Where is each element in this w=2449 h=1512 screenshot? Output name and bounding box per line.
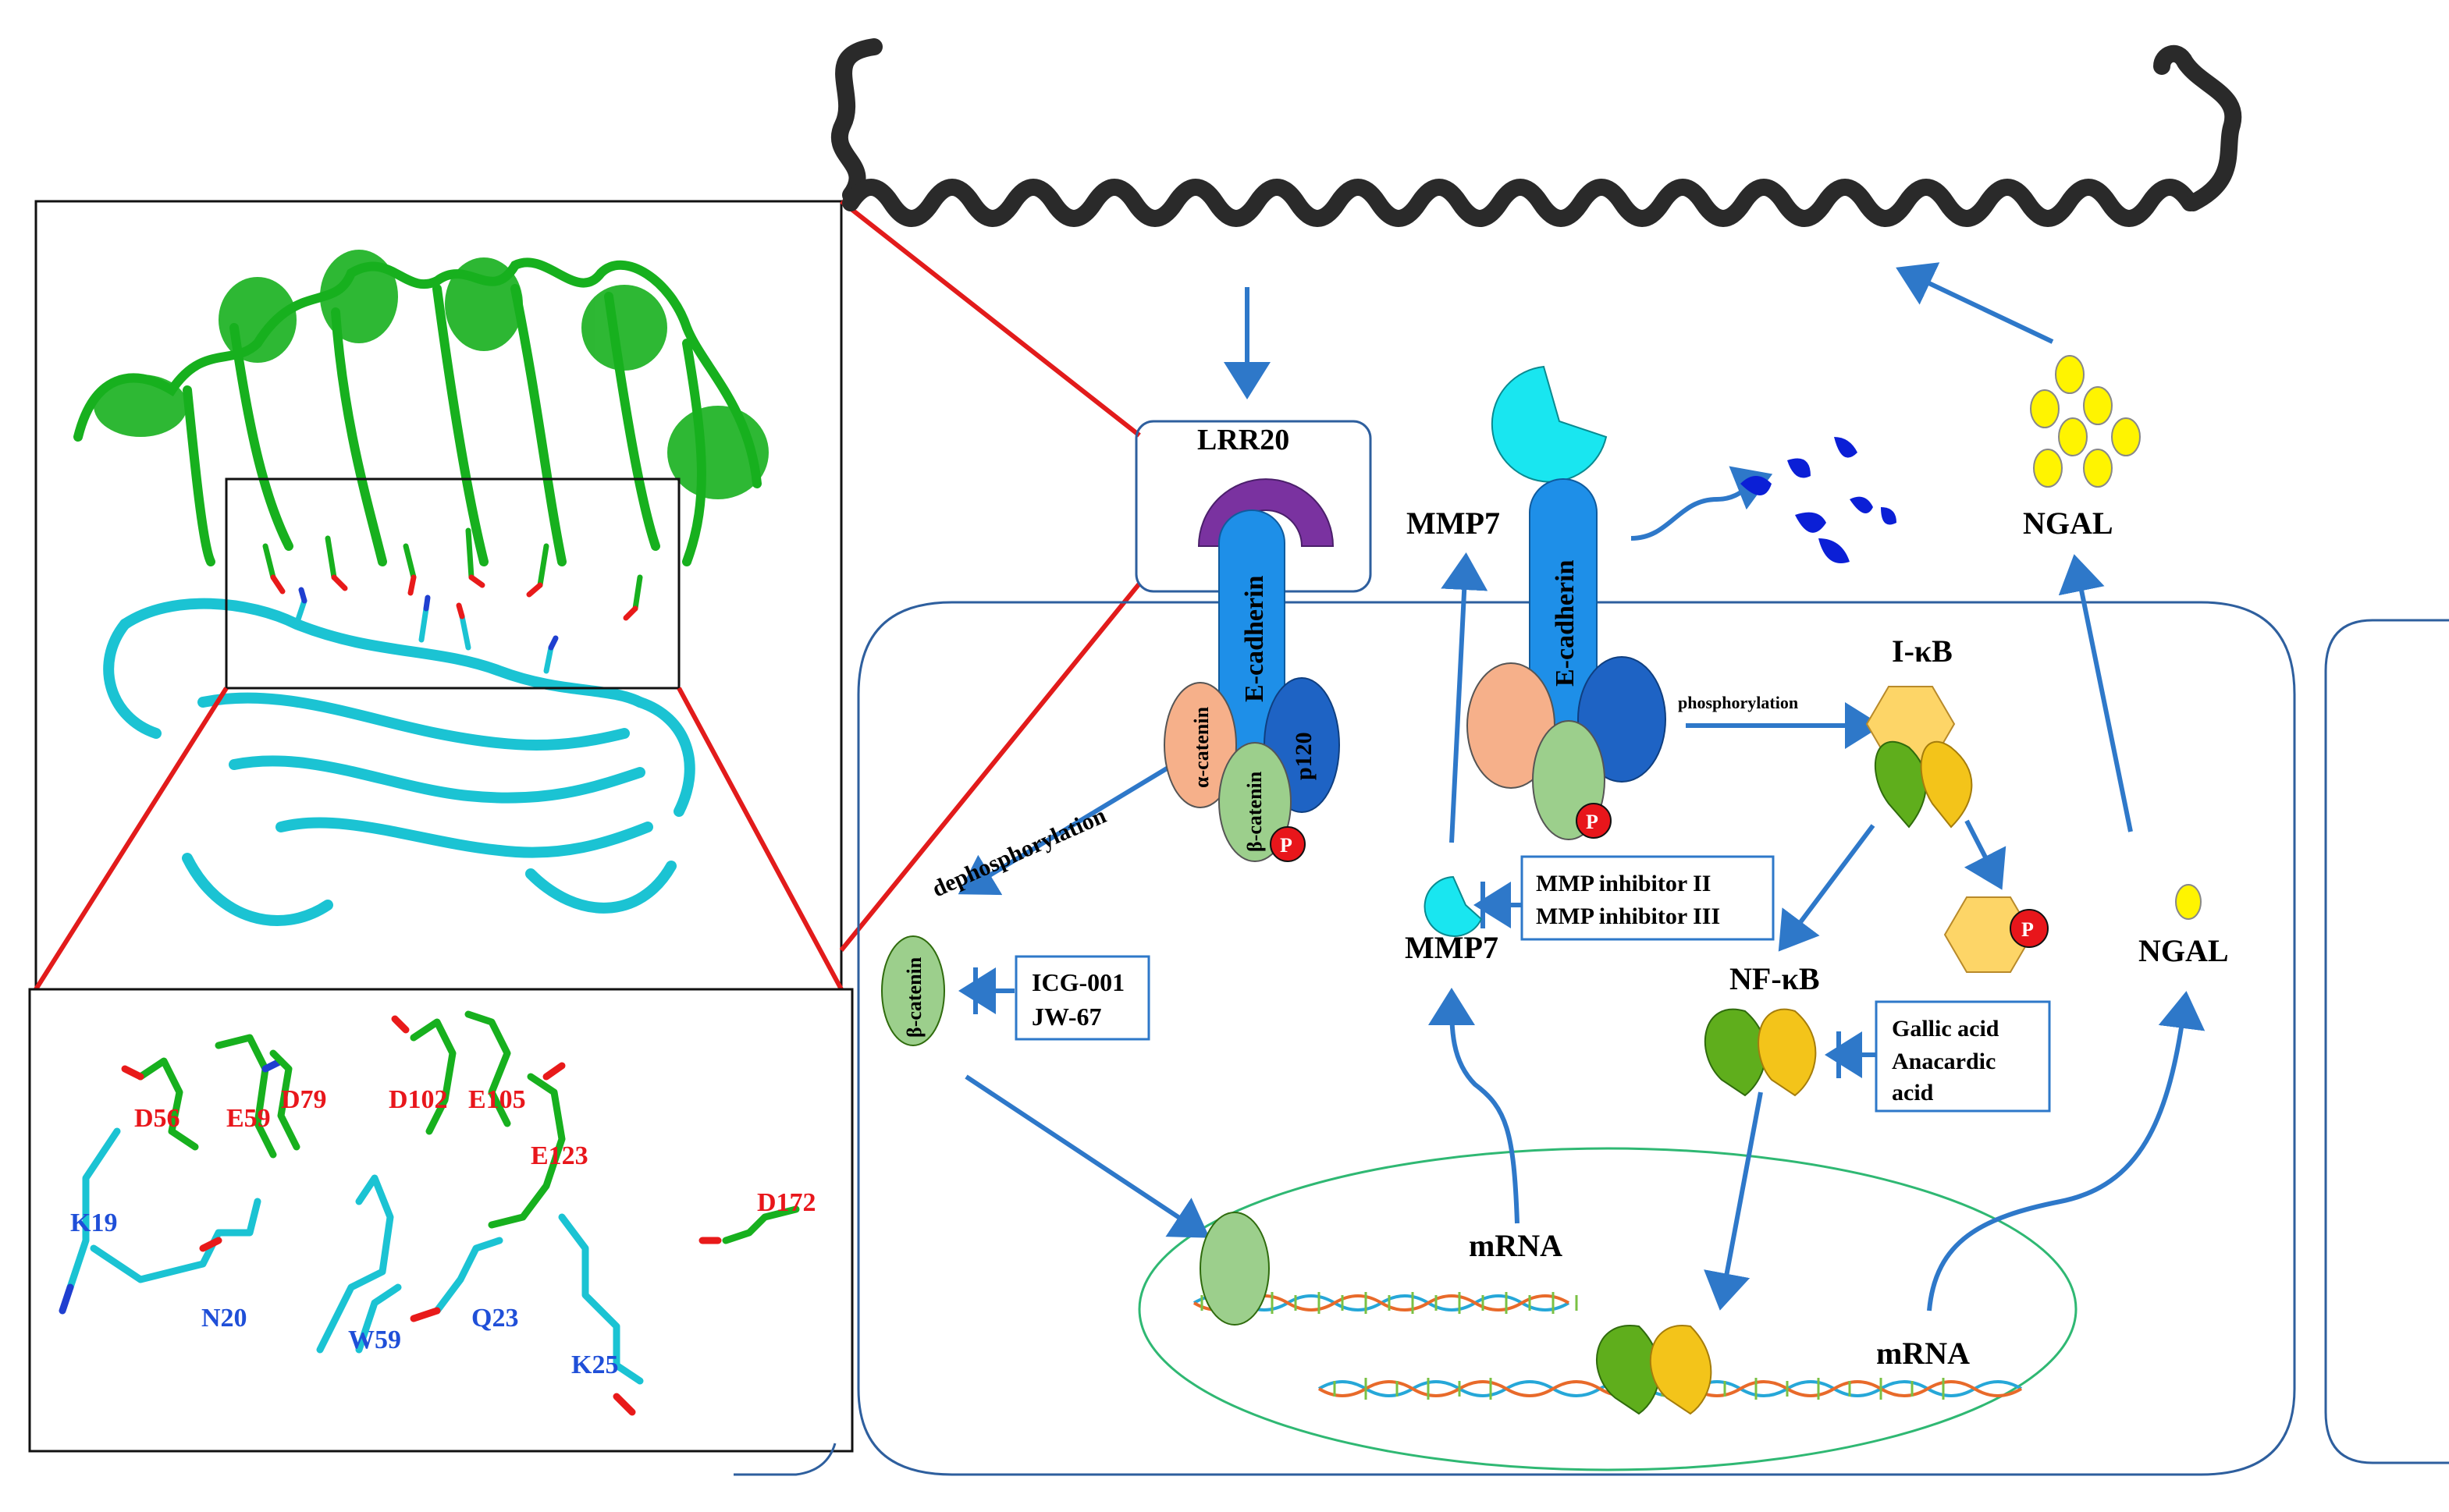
- phospho-marker-3-text: P: [2021, 918, 2034, 941]
- jw-67-label: JW-67: [1032, 1003, 1101, 1031]
- beta-catenin-bound: [1218, 742, 1292, 862]
- residue-label-e123: E123: [531, 1141, 588, 1170]
- zoom-lines: [34, 199, 1142, 991]
- residue-label-w59: W59: [348, 1326, 401, 1354]
- residue-label-e105: E105: [468, 1085, 526, 1114]
- beta-catenin-bound-label: β-catenin: [1243, 771, 1266, 852]
- anacardic-label: Anacardic: [1892, 1049, 1996, 1074]
- ikb-complex: [1865, 686, 1973, 829]
- residue-label-d172: D172: [757, 1188, 816, 1217]
- residue-label-d102: D102: [389, 1085, 448, 1114]
- beta-catenin-nuclear: [1200, 1212, 1270, 1326]
- nfkb-label: NF-κB: [1729, 961, 1820, 996]
- lrr20-complex: LRR20 E-cadherin α-catenin p120 β-cateni…: [1135, 420, 1372, 862]
- ngal-intracellular: [2175, 884, 2202, 920]
- collagen-fiber: [830, 38, 2242, 227]
- beta-catenin-free: [881, 935, 945, 1046]
- mmp7-top-label: MMP7: [1406, 506, 1500, 541]
- inhibition-bars: [958, 882, 1878, 1078]
- mmp7-mid-shape: [1424, 875, 1483, 937]
- p120-label: p120: [1291, 732, 1317, 780]
- icg-001-label: ICG-001: [1032, 968, 1125, 996]
- lrr-domain-ribbon: [73, 257, 762, 566]
- mrna-right-label: mRNA: [1876, 1336, 1970, 1371]
- ecadherin-label: E-cadherin: [1240, 575, 1269, 702]
- residue-panel: D56 E59 D79 D102 E105 E123 D172 K19 N20 …: [28, 988, 854, 1453]
- neighbor-cell-membrane: [2324, 619, 2449, 1464]
- alpha-catenin-label: α-catenin: [1190, 706, 1213, 788]
- ecadherin-complex-2: E-cadherin P: [1466, 478, 1666, 840]
- ikb-phosphorylated: P: [1943, 896, 2049, 973]
- residue-label-k25: K25: [571, 1351, 618, 1379]
- phospho-marker-1: [1270, 826, 1306, 862]
- protein-structure-panel: [34, 200, 843, 991]
- mmp7-mid-label: MMP7: [1405, 930, 1498, 965]
- ecadherin-fragments: [1740, 437, 1896, 563]
- residue-label-d79: D79: [281, 1085, 327, 1114]
- phospho-marker-2-text: P: [1586, 811, 1598, 833]
- mmp7-top-shape: [1491, 365, 1608, 483]
- phosphorylation-label: phosphorylation: [1678, 693, 1798, 712]
- ecadherin-label-2: E-cadherin: [1551, 559, 1580, 687]
- residue-label-e59: E59: [226, 1104, 271, 1133]
- phospho-marker-2: [1576, 803, 1612, 839]
- gallic-acid-label: Gallic acid: [1892, 1016, 1999, 1042]
- residue-label-q23: Q23: [471, 1304, 518, 1333]
- mmp-inhibitor-box: [1520, 855, 1775, 941]
- neighbor-cell-left: [734, 1443, 837, 1476]
- nfkb-complex-nuclear: [1596, 1325, 1712, 1415]
- ikb-label: I-κB: [1892, 634, 1953, 669]
- mrna-left-label: mRNA: [1469, 1228, 1562, 1263]
- nfkb-complex: [1704, 1008, 1817, 1097]
- phospho-marker-1-text: P: [1280, 834, 1292, 857]
- beta-catenin-free-label: β-catenin: [903, 957, 926, 1038]
- ngal-cluster: [2030, 355, 2141, 488]
- alpha-catenin: [1164, 682, 1237, 808]
- nucleus: [1138, 1147, 2078, 1471]
- ngal-mid-label: NGAL: [2138, 933, 2229, 968]
- lrr20-label: LRR20: [1197, 424, 1289, 456]
- dephosphorylation-label: dephosphorylation: [928, 802, 1110, 902]
- ngal-top-label: NGAL: [2023, 506, 2113, 541]
- pathway-arrows: [958, 262, 2206, 1311]
- residue-label-d56: D56: [134, 1104, 180, 1133]
- cell-membrane: [857, 601, 2296, 1476]
- acid-label: acid: [1892, 1080, 1934, 1106]
- mmp-inhibitor-3-label: MMP inhibitor III: [1536, 903, 1720, 929]
- residue-label-k19: K19: [70, 1209, 117, 1237]
- gallic-acid-box: [1875, 1000, 2051, 1113]
- icg-box: [1015, 955, 1150, 1041]
- mmp-inhibitor-2-label: MMP inhibitor II: [1536, 871, 1711, 896]
- residue-label-n20: N20: [201, 1304, 247, 1333]
